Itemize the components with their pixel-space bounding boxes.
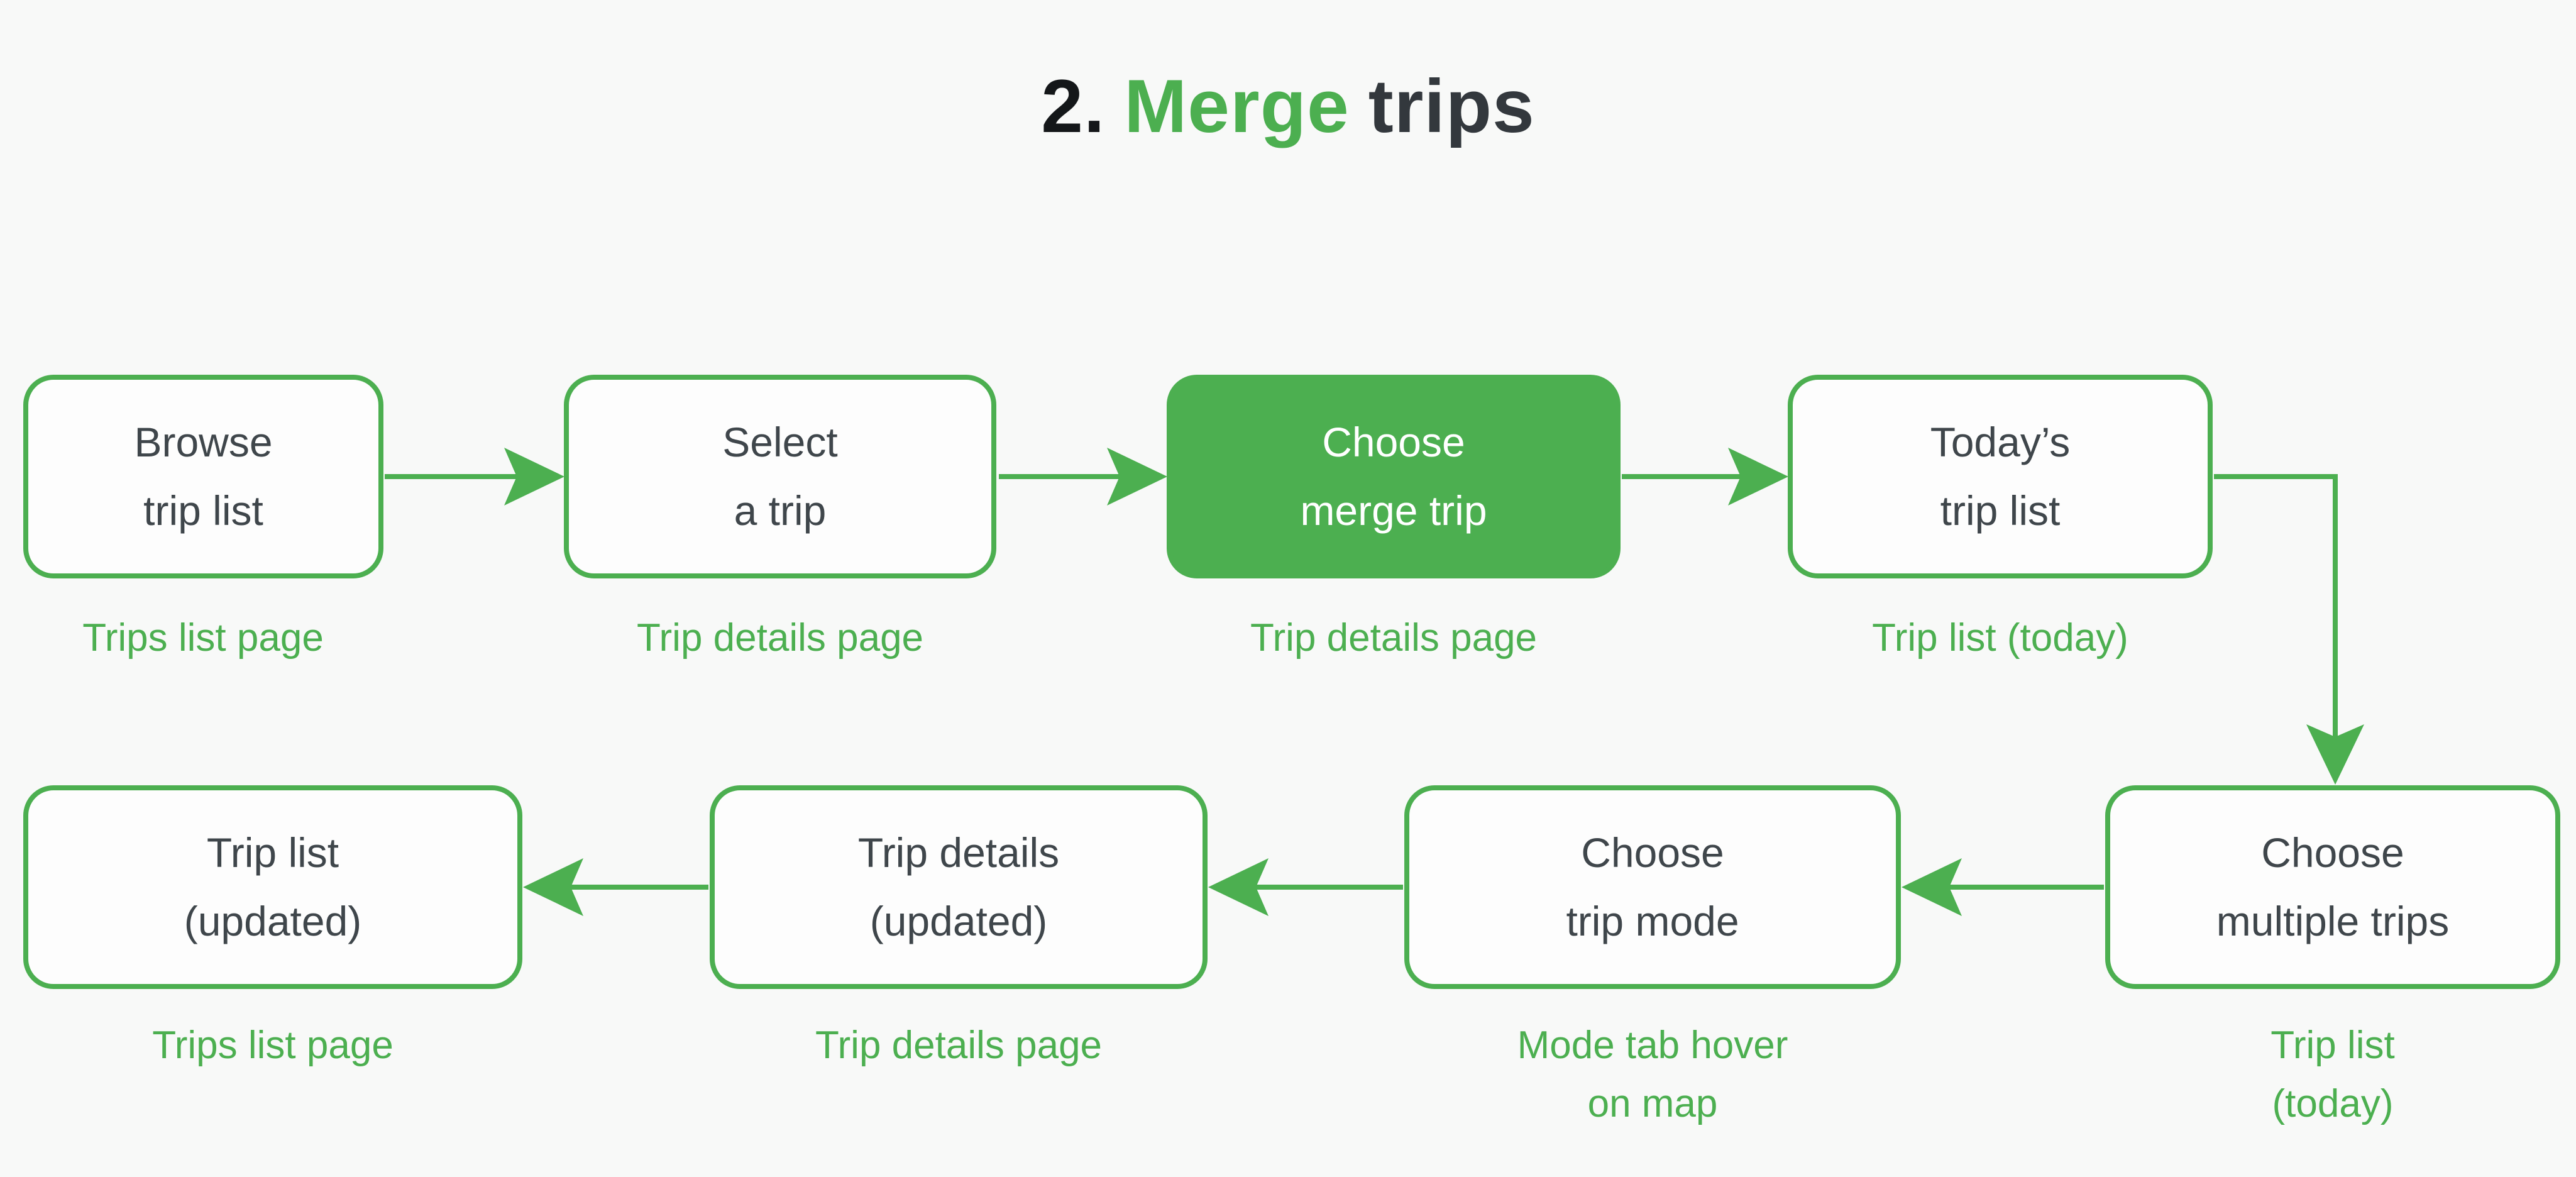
caption-todays-trip-list: Trip list (today) [1872, 616, 2128, 660]
node-trip-list-updated: Trip list (updated) [23, 785, 522, 989]
node-choose-trip-mode: Choose trip mode [1404, 785, 1901, 989]
caption-trip-details-updated: Trip details page [815, 1024, 1103, 1067]
caption-choose-trip-mode: Mode tab hover on map [1517, 1024, 1788, 1125]
title-highlight: Merge [1124, 64, 1350, 148]
arrow-today-to-multiple-elbow [2214, 474, 2364, 785]
caption-select-a-trip: Trip details page [636, 616, 924, 660]
node-todays-trip-list: Today’s trip list [1788, 375, 2213, 578]
node-browse-trip-list: Browse trip list [23, 375, 383, 578]
caption-choose-merge-trip: Trip details page [1250, 616, 1538, 660]
caption-choose-multiple-trips: Trip list (today) [2271, 1024, 2395, 1125]
node-browse-trip-list-label: Browse trip list [134, 419, 273, 534]
node-trip-details-updated: Trip details (updated) [710, 785, 1208, 989]
node-choose-multiple-trips: Choose multiple trips [2105, 785, 2560, 989]
title-step-number: 2. [1041, 64, 1106, 148]
node-choose-merge-trip: Choose merge trip [1167, 375, 1621, 578]
node-select-a-trip-label: Select a trip [722, 419, 838, 534]
node-trip-list-updated-label: Trip list (updated) [184, 829, 362, 944]
title-rest: trips [1368, 64, 1535, 148]
node-trip-details-updated-label: Trip details (updated) [857, 829, 1060, 944]
node-choose-merge-trip-label: Choose merge trip [1300, 419, 1487, 534]
node-todays-trip-list-label: Today’s trip list [1930, 419, 2071, 534]
node-select-a-trip: Select a trip [564, 375, 996, 578]
node-choose-trip-mode-label: Choose trip mode [1566, 829, 1739, 944]
caption-browse-trip-list: Trips list page [82, 616, 324, 660]
node-choose-multiple-trips-label: Choose multiple trips [2216, 829, 2450, 944]
caption-trip-list-updated: Trips list page [152, 1024, 394, 1067]
